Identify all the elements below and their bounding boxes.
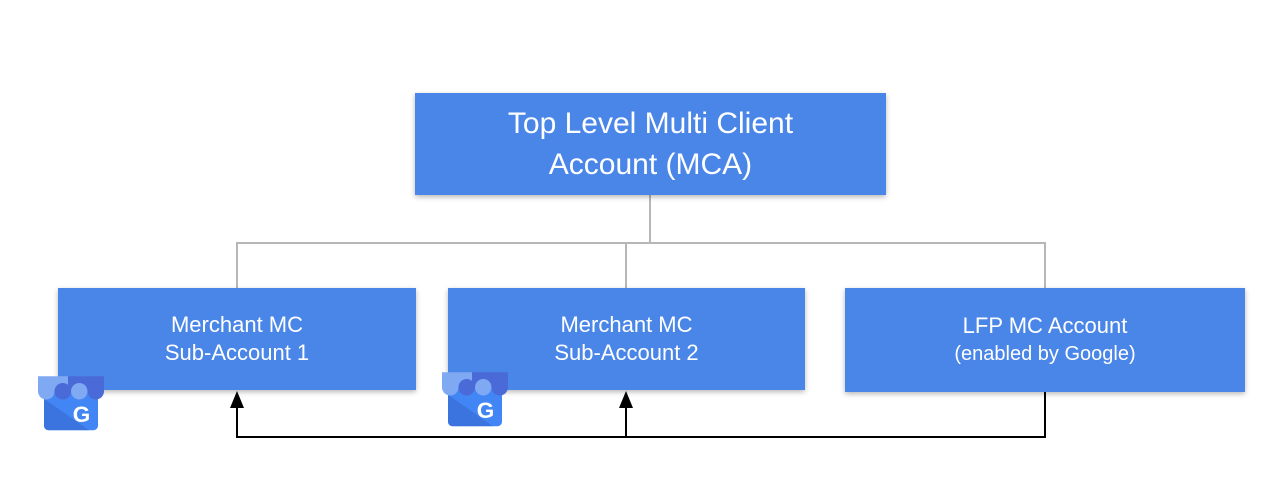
tree-connector-horizontal (236, 242, 1046, 244)
awning-scallop (442, 379, 459, 396)
arrowhead-to-sub1-icon (230, 391, 244, 408)
node-top-level-mca-line1: Top Level Multi Client (507, 107, 794, 140)
google-business-storefront-icon-sub1: G (38, 376, 104, 431)
flow-connector-horizontal (236, 436, 1046, 438)
tree-connector-drop-sub2 (625, 242, 627, 288)
node-lfp-line1: LFP MC Account (962, 313, 1128, 338)
node-sub2-line1: Merchant MC (560, 312, 693, 337)
node-top-level-mca: Top Level Multi Client Account (MCA) (415, 93, 886, 195)
tree-connector-root-vertical (649, 195, 651, 243)
awning-scallop (491, 379, 508, 396)
node-sub1-line2: Sub-Account 1 (164, 340, 310, 365)
google-g-letter: G (477, 398, 495, 423)
awning-scallop (475, 379, 492, 396)
tree-connector-drop-sub1 (236, 242, 238, 288)
node-merchant-sub-account-1: Merchant MC Sub-Account 1 (58, 288, 416, 390)
awning-scallop (71, 383, 88, 400)
node-sub1-line1: Merchant MC (170, 312, 304, 337)
storefront-body-shade (44, 398, 89, 431)
awning-scallop (54, 383, 71, 400)
arrowhead-to-sub2-icon (619, 391, 633, 408)
google-g-letter: G (73, 402, 91, 427)
node-lfp-line2: (enabled by Google) (954, 343, 1136, 365)
storefront-body-shade (448, 394, 493, 427)
tree-connector-drop-lfp (1044, 242, 1046, 288)
flow-connector-from-lfp (1044, 392, 1046, 438)
flow-connector-to-sub1 (236, 407, 238, 438)
node-sub2-line2: Sub-Account 2 (554, 340, 699, 365)
google-business-storefront-icon-sub2: G (442, 372, 508, 427)
awning-scallop (38, 383, 55, 400)
node-lfp-mc-account: LFP MC Account (enabled by Google) (845, 288, 1245, 392)
node-top-level-mca-line2: Account (MCA) (548, 148, 753, 181)
awning-scallop (87, 383, 104, 400)
flow-connector-to-sub2 (625, 407, 627, 438)
awning-scallop (458, 379, 475, 396)
